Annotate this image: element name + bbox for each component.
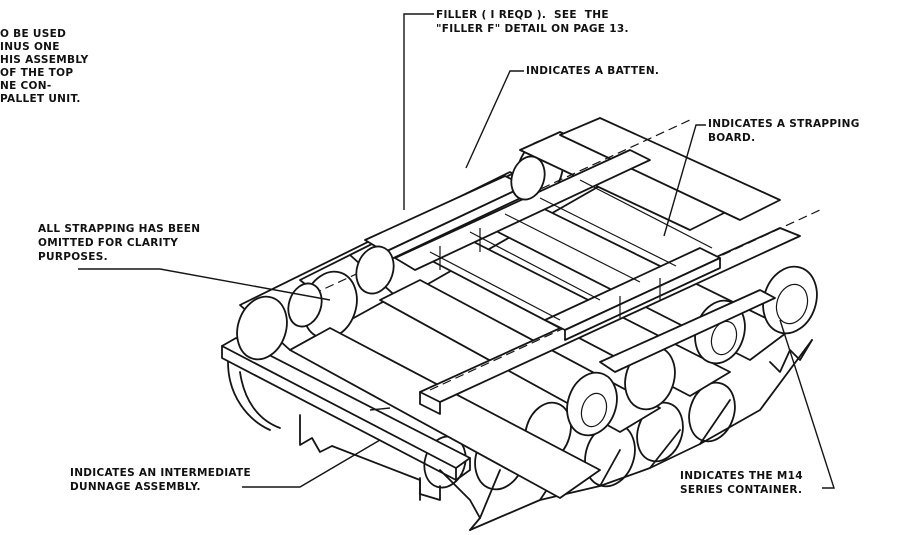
note-filler-2: "FILLER F" DETAIL ON PAGE 13. [436, 23, 629, 35]
note-top-left-3: HIS ASSEMBLY [0, 54, 89, 66]
note-all-strapping-3: PURPOSES. [38, 251, 108, 263]
note-top-left-4: OF THE TOP [0, 67, 74, 79]
note-container-1: INDICATES THE M14 [680, 470, 803, 482]
note-strapping-board-2: BOARD. [708, 132, 756, 144]
note-all-strapping-1: ALL STRAPPING HAS BEEN [38, 223, 201, 235]
end-caps [287, 155, 546, 328]
note-top-left-6: PALLET UNIT. [0, 93, 81, 105]
note-filler-1: FILLER ( I REQD ). SEE THE [436, 9, 609, 21]
dunnage-assembly [221, 337, 471, 501]
note-container-2: SERIES CONTAINER. [680, 484, 803, 496]
leader-lines [78, 13, 835, 489]
note-top-left-2: INUS ONE [0, 41, 60, 53]
note-dunnage-1: INDICATES AN INTERMEDIATE [70, 467, 251, 479]
note-dunnage-2: DUNNAGE ASSEMBLY. [70, 481, 201, 493]
note-top-left-5: NE CON- [0, 80, 52, 92]
battens [364, 149, 776, 373]
note-strapping-board-1: INDICATES A STRAPPING [708, 118, 860, 130]
note-batten: INDICATES A BATTEN. [526, 65, 660, 77]
note-all-strapping-2: OMITTED FOR CLARITY [38, 237, 179, 249]
note-top-left-1: O BE USED [0, 28, 67, 40]
